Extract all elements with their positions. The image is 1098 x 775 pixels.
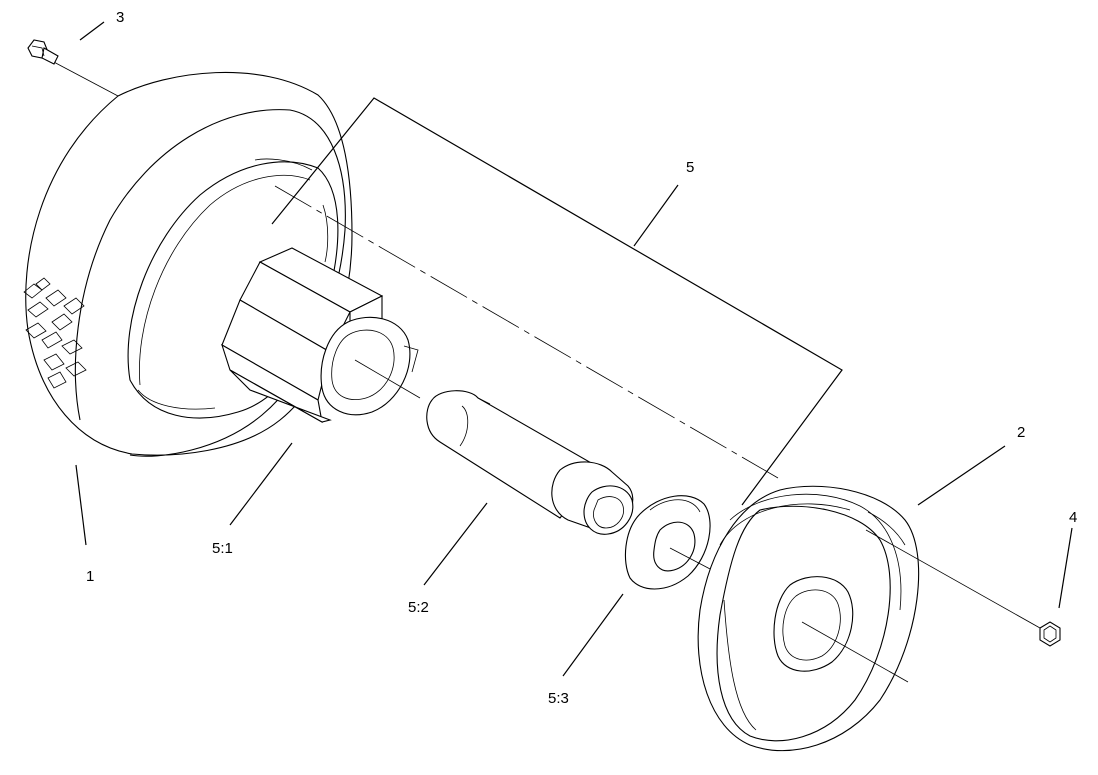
callout-1: 1: [86, 568, 94, 585]
callout-2: 2: [1017, 424, 1025, 441]
leader-5-1: [229, 442, 293, 526]
callout-labels: 3 1 5:1 5:2 5:3 5 2 4: [86, 9, 1077, 707]
leader-3: [79, 21, 105, 41]
leader-2: [917, 445, 1006, 506]
callout-5: 5: [686, 159, 694, 176]
bolt-part: [27, 39, 59, 65]
leader-5-3: [562, 593, 624, 677]
hub-part: [221, 247, 421, 424]
callout-5-3: 5:3: [548, 690, 569, 707]
assembly-5-bracket: [271, 97, 843, 506]
callout-4: 4: [1069, 509, 1077, 526]
callout-3: 3: [116, 9, 124, 26]
axle-sleeve-part: [426, 390, 634, 535]
bolt-axis-line: [49, 59, 119, 97]
leader-5: [633, 184, 679, 247]
assembly-axis-line: [274, 185, 779, 479]
rim-half-part: [697, 485, 1041, 752]
leader-1: [75, 464, 87, 546]
nut-part: [1039, 621, 1061, 647]
tire-part: [23, 71, 353, 457]
leader-5-2: [423, 502, 488, 586]
washer-part: [624, 495, 713, 590]
callout-5-2: 5:2: [408, 599, 429, 616]
callout-5-1: 5:1: [212, 540, 233, 557]
leader-4: [1058, 527, 1073, 609]
leader-lines: [75, 21, 1073, 677]
